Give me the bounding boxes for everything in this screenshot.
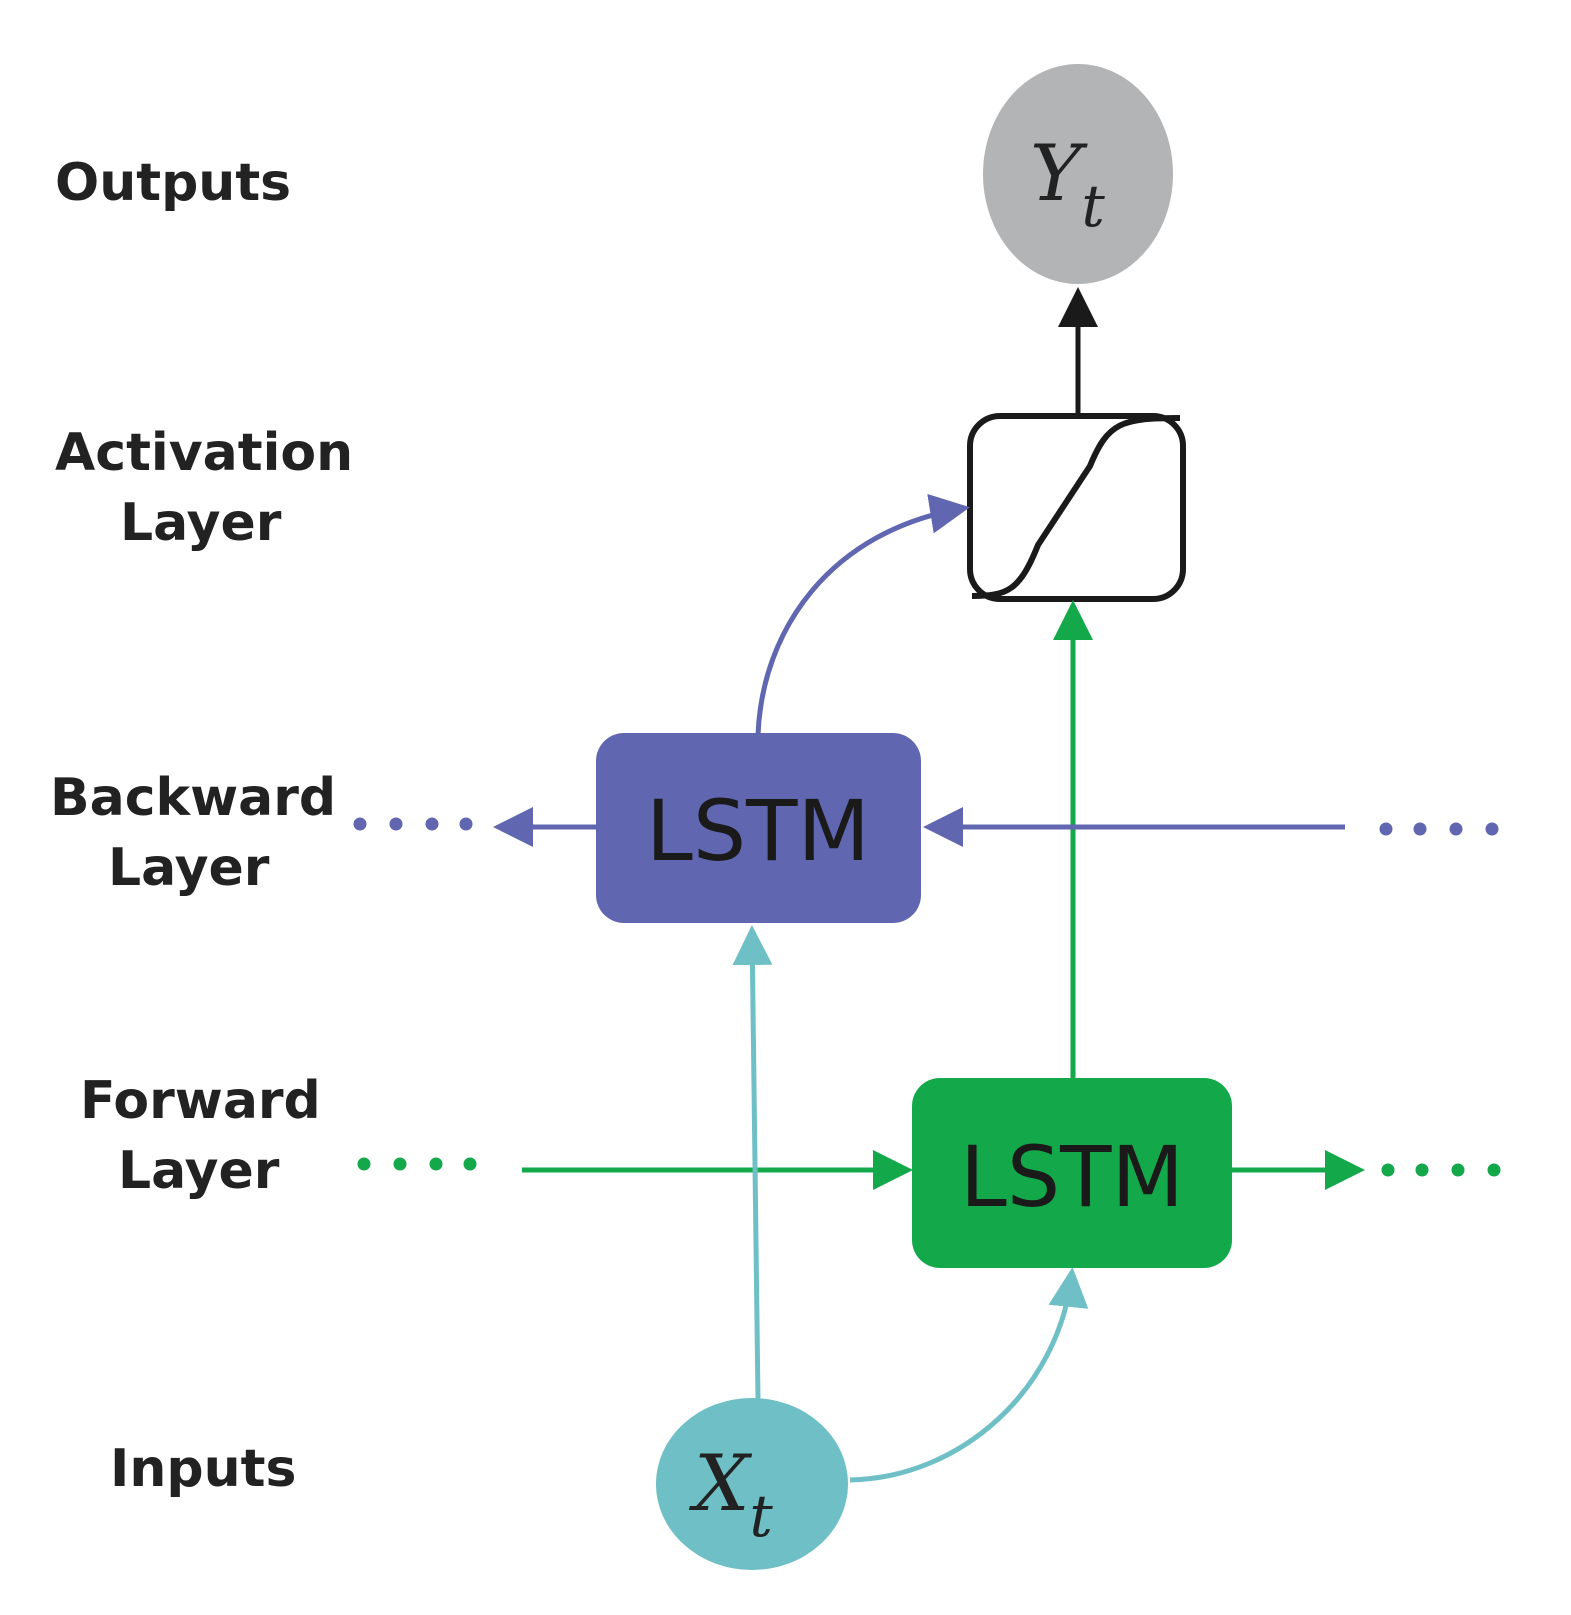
forward-ellipsis-left: [357, 1157, 477, 1171]
input-to-backward-arrow: [732, 925, 773, 1401]
input-to-forward-arrow: [849, 1267, 1089, 1483]
forward-layer-label-line1: Forward: [80, 1071, 321, 1131]
forward-ellipsis-right: [1381, 1163, 1501, 1177]
backward-ellipsis-left: [353, 817, 473, 831]
sigmoid-icon: [971, 415, 1181, 599]
output-node: [983, 64, 1173, 284]
activation-layer-label-line2: Layer: [120, 493, 282, 553]
input-node: [656, 1398, 848, 1570]
backward-ellipsis-right: [1379, 822, 1499, 836]
backward-lstm-label: LSTM: [646, 782, 870, 880]
backward-lstm-box: LSTM: [596, 733, 921, 923]
activation-layer-label-line1: Activation: [55, 423, 353, 483]
inputs-label: Inputs: [110, 1439, 296, 1499]
backward-to-activation-arrow: [755, 493, 970, 736]
input-node-label: Xt: [688, 1439, 774, 1550]
backward-layer-label-line2: Layer: [108, 838, 270, 898]
outputs-label: Outputs: [55, 153, 291, 213]
forward-lstm-label: LSTM: [960, 1128, 1184, 1226]
forward-layer-label-line2: Layer: [118, 1141, 280, 1201]
output-node-label: Yt: [1030, 129, 1106, 240]
activation-box: [967, 413, 1186, 602]
backward-layer-label-line1: Backward: [50, 768, 336, 828]
forward-lstm-box: LSTM: [912, 1078, 1232, 1268]
